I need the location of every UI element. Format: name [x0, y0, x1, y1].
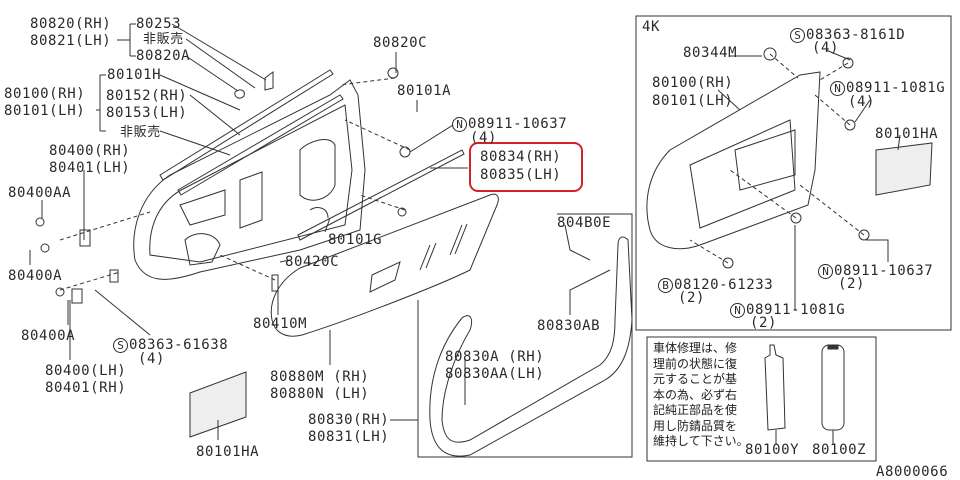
label-80880m-rh: 80880M (RH) — [270, 369, 370, 385]
qty: (4) — [848, 94, 876, 110]
patch-drawing — [189, 371, 247, 438]
part-code: 08911-1081G — [846, 80, 946, 96]
label-80101g: 80101G — [328, 232, 383, 248]
label-80820c: 80820C — [373, 35, 428, 51]
label-80410m: 80410M — [253, 316, 308, 332]
n-symbol: N — [818, 264, 833, 279]
label-80101ha: 80101HA — [875, 126, 939, 142]
leader-lines — [29, 23, 611, 440]
label-not-sold: 非販売 — [143, 32, 184, 47]
n-symbol: N — [830, 81, 845, 96]
qty: (2) — [838, 276, 866, 292]
label-80830a-rh: 80830A (RH) — [445, 349, 545, 365]
note-line: 車体修理は、修 — [653, 341, 738, 355]
qty: (4) — [138, 351, 166, 367]
label-80100-rh: 80100(RH) — [652, 75, 734, 91]
part-code: 08911-10637 — [468, 116, 568, 132]
note-line: 用し防錆品質を — [653, 418, 738, 433]
window-strip-drawing — [159, 69, 465, 241]
door-shell-drawing — [133, 79, 366, 280]
repair-note-text: 車体修理は、修 理前の状態に復 元することが基 本の為、必ず右 記純正部品を使 … — [653, 341, 749, 450]
part-code: 08911-10637 — [834, 263, 934, 279]
door-glass-drawing — [270, 193, 499, 337]
note-line: 維持して下さい。 — [653, 434, 749, 448]
label-80831-lh: 80831(LH) — [308, 429, 390, 445]
repair-note-frame — [646, 336, 877, 462]
inset-title-4k: 4K — [642, 19, 661, 35]
b-symbol: B — [658, 278, 673, 293]
inset-4k-frame — [635, 15, 952, 331]
seal-group-outline — [417, 213, 633, 458]
label-80153-lh: 80153(LH) — [106, 105, 188, 121]
label-80401-rh: 80401(RH) — [45, 380, 127, 396]
hinge-drawing — [35, 67, 411, 304]
label-not-sold-2: 非販売 — [120, 125, 161, 140]
label-80400a: 80400A — [8, 268, 63, 284]
note-line: 本の為、必ず右 — [653, 387, 738, 402]
n-symbol: N — [452, 117, 467, 132]
highlight-box-80834 — [469, 142, 583, 192]
label-80834-rh: 80834(RH) — [480, 149, 562, 165]
part-code: 08911-1081G — [746, 302, 846, 318]
label-80100y: 80100Y — [745, 442, 800, 458]
dashed-leaders — [59, 77, 411, 291]
label-80101-lh: 80101(LH) — [652, 93, 734, 109]
note-line: 理前の状態に復 — [653, 356, 738, 371]
n-symbol: N — [730, 303, 745, 318]
label-804b0e: 804B0E — [557, 215, 612, 231]
label-80152-rh: 80152(RH) — [106, 88, 188, 104]
qty: (4) — [470, 130, 498, 146]
label-80830ab: 80830AB — [537, 318, 601, 334]
qty: (4) — [812, 40, 840, 56]
label-80830-rh: 80830(RH) — [308, 412, 390, 428]
part-code: 08120-61233 — [674, 277, 774, 293]
note-line: 元することが基 — [653, 372, 738, 386]
label-80821-lh: 80821(LH) — [30, 33, 112, 49]
label-80101a: 80101A — [397, 83, 452, 99]
s-symbol: S — [790, 28, 805, 43]
label-80253: 80253 — [136, 16, 182, 32]
label-80344m: 80344M — [683, 45, 738, 61]
label-80101ha: 80101HA — [196, 444, 260, 460]
repair-products-drawing — [764, 344, 845, 445]
label-80100z: 80100Z — [812, 442, 867, 458]
part-code: 08363-61638 — [129, 337, 229, 353]
label-80820-rh: 80820(RH) — [30, 16, 112, 32]
part-code: 08363-8161D — [806, 27, 906, 43]
diagram-id: A8000066 — [876, 464, 949, 480]
note-line: 記純正部品を使 — [653, 403, 738, 417]
label-80101-lh: 80101(LH) — [4, 103, 86, 119]
inset-door-drawing — [646, 47, 933, 310]
label-80101h: 80101H — [107, 67, 162, 83]
label-80835-lh: 80835(LH) — [480, 167, 562, 183]
label-80100-rh: 80100(RH) — [4, 86, 86, 102]
label-80400-lh: 80400(LH) — [45, 363, 127, 379]
label-80401-lh: 80401(LH) — [49, 160, 131, 176]
label-80820a: 80820A — [136, 48, 191, 64]
label-80420c: 80420C — [285, 254, 340, 270]
s-symbol: S — [113, 338, 128, 353]
qty: (2) — [750, 315, 778, 331]
label-80400a-2: 80400A — [21, 328, 76, 344]
label-80830aa-lh: 80830AA(LH) — [445, 366, 545, 382]
qty: (2) — [678, 290, 706, 306]
label-80880n-lh: 80880N (LH) — [270, 386, 370, 402]
label-80400-rh: 80400(RH) — [49, 143, 131, 159]
weatherstrip-drawing — [429, 236, 633, 457]
label-80400aa: 80400AA — [8, 185, 72, 201]
